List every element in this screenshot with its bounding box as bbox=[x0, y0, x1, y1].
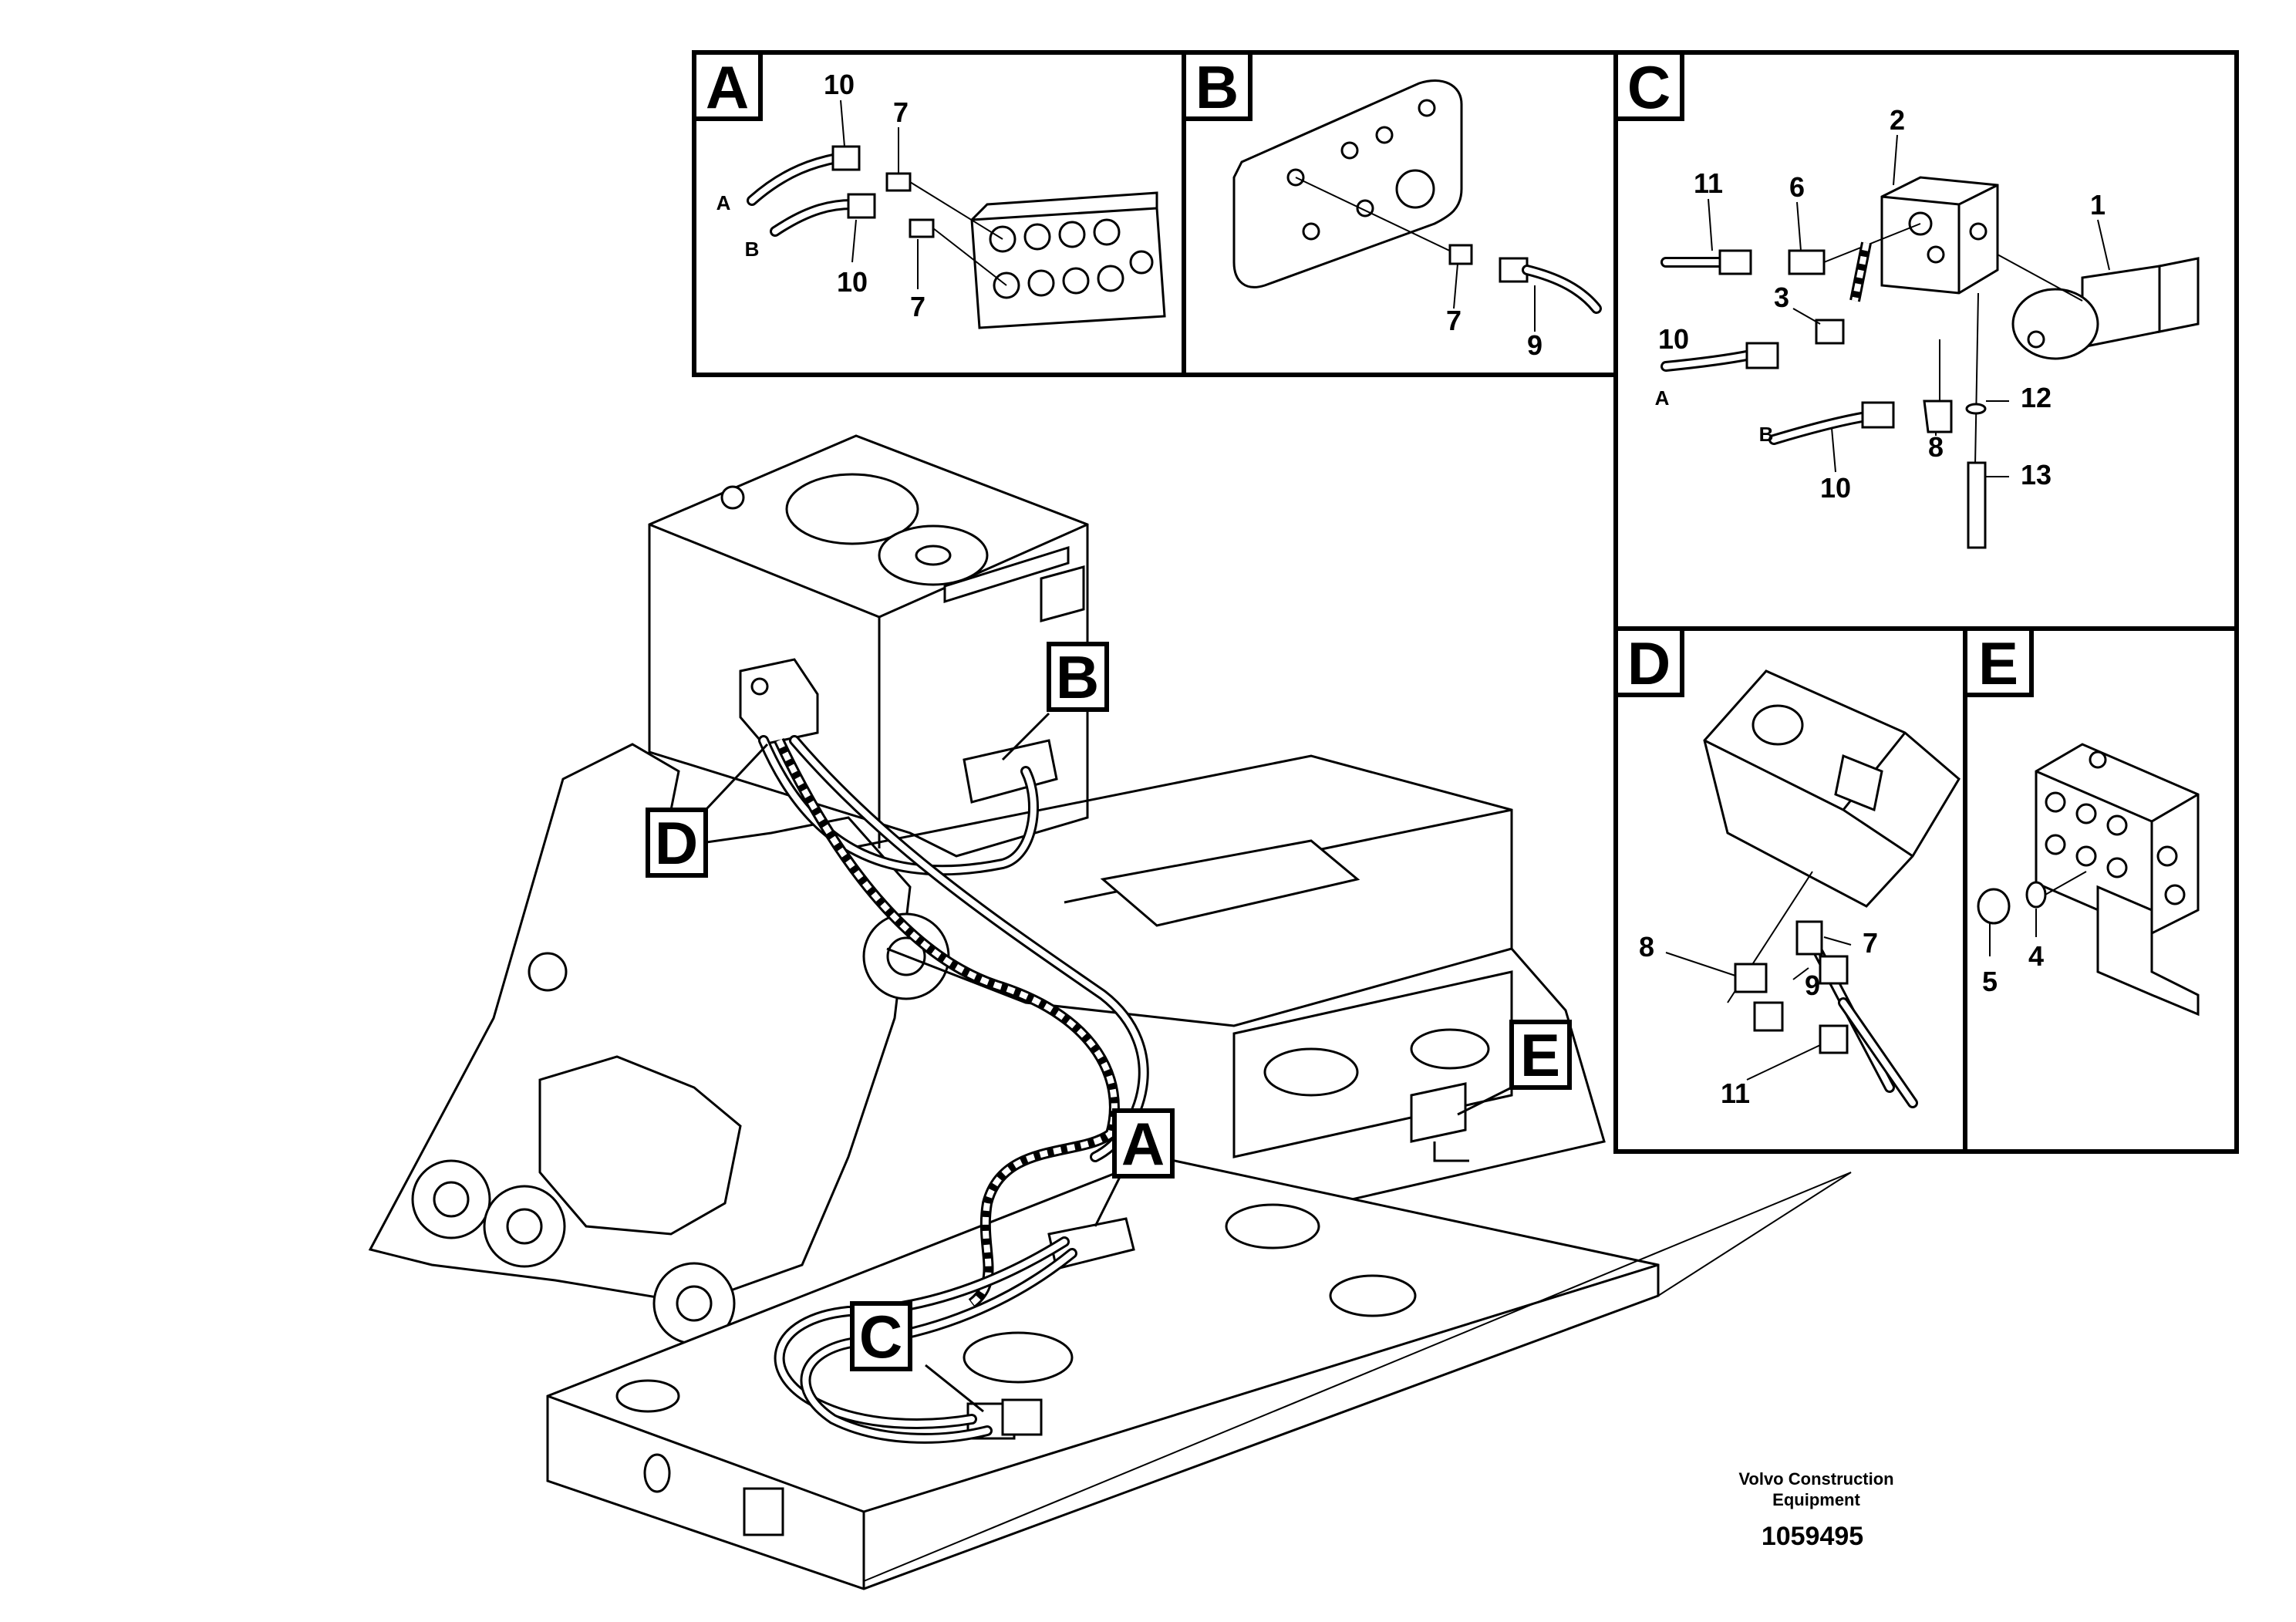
brand-line-1: Volvo Construction bbox=[1738, 1469, 1893, 1489]
callout-leaders bbox=[704, 712, 1512, 1413]
hose-label-a: A bbox=[1655, 386, 1670, 410]
callout-box-e[interactable]: E bbox=[1509, 1020, 1572, 1090]
boom-frame bbox=[368, 743, 950, 1345]
part-number-6: 6 bbox=[1789, 171, 1805, 203]
detail-panel-d: D 7 8 9 11 bbox=[1613, 626, 1967, 1154]
part-number-7: 7 bbox=[893, 96, 909, 128]
part-number-12: 12 bbox=[2021, 382, 2052, 413]
detail-panel-b: B 7 9 bbox=[1182, 50, 1618, 377]
callout-box-d[interactable]: D bbox=[646, 808, 708, 878]
part-number-2: 2 bbox=[1890, 104, 1905, 136]
part-number-9: 9 bbox=[1805, 969, 1820, 1001]
callout-letter: E bbox=[1520, 1021, 1560, 1089]
part-number-10: 10 bbox=[1658, 323, 1689, 355]
part-number-7: 7 bbox=[1863, 927, 1878, 959]
panel-letter: D bbox=[1627, 629, 1671, 697]
hose-label-b: B bbox=[745, 238, 760, 261]
part-number-4: 4 bbox=[2028, 940, 2044, 972]
hose-label-b: B bbox=[1759, 423, 1774, 446]
callout-box-b[interactable]: B bbox=[1047, 642, 1109, 712]
part-number-3: 3 bbox=[1774, 282, 1789, 313]
callout-letter: A bbox=[1121, 1110, 1165, 1178]
callout-letter: C bbox=[859, 1303, 902, 1371]
part-number-10: 10 bbox=[824, 69, 855, 100]
title-block: Volvo Construction Equipment 1059495 bbox=[1738, 1469, 1893, 1551]
panel-letter: B bbox=[1195, 53, 1239, 121]
part-number-8: 8 bbox=[1928, 431, 1944, 463]
plate-b-location bbox=[963, 739, 1058, 804]
callout-letter: B bbox=[1056, 643, 1099, 711]
part-number-10: 10 bbox=[837, 266, 868, 298]
panel-letter: E bbox=[1978, 629, 2018, 697]
part-number-7: 7 bbox=[1446, 305, 1462, 336]
hydraulic-tank bbox=[648, 434, 1089, 858]
part-number-11: 11 bbox=[1721, 1077, 1750, 1109]
upper-frame bbox=[848, 754, 1606, 1228]
hose-label-a: A bbox=[716, 191, 731, 214]
detail-panel-e: E 5 4 bbox=[1963, 626, 2239, 1154]
drawing-number: 1059495 bbox=[1762, 1522, 1863, 1551]
part-number-9: 9 bbox=[1527, 329, 1542, 361]
hoses bbox=[758, 735, 1149, 1444]
part-number-8: 8 bbox=[1639, 931, 1654, 963]
panel-letter: C bbox=[1627, 53, 1671, 121]
callout-box-c[interactable]: C bbox=[850, 1301, 912, 1371]
solenoid-d-location bbox=[739, 658, 819, 746]
part-number-7: 7 bbox=[910, 291, 925, 322]
callout-box-a[interactable]: A bbox=[1112, 1108, 1175, 1179]
part-number-5: 5 bbox=[1982, 966, 1998, 997]
part-number-10: 10 bbox=[1820, 472, 1851, 504]
detail-panel-a: A 10 7 10 7 A B bbox=[692, 50, 1186, 377]
main-illustration: B D A C E bbox=[368, 434, 1852, 1590]
part-number-1: 1 bbox=[2090, 189, 2106, 221]
brand-line-2: Equipment bbox=[1772, 1490, 1860, 1509]
panel-letter: A bbox=[706, 53, 749, 121]
part-number-11: 11 bbox=[1694, 167, 1723, 199]
part-number-13: 13 bbox=[2021, 459, 2052, 491]
valve-block-e-location bbox=[1410, 1082, 1469, 1162]
callout-letter: D bbox=[655, 809, 698, 877]
detail-panel-c: C 2 1 11 bbox=[1613, 50, 2239, 631]
